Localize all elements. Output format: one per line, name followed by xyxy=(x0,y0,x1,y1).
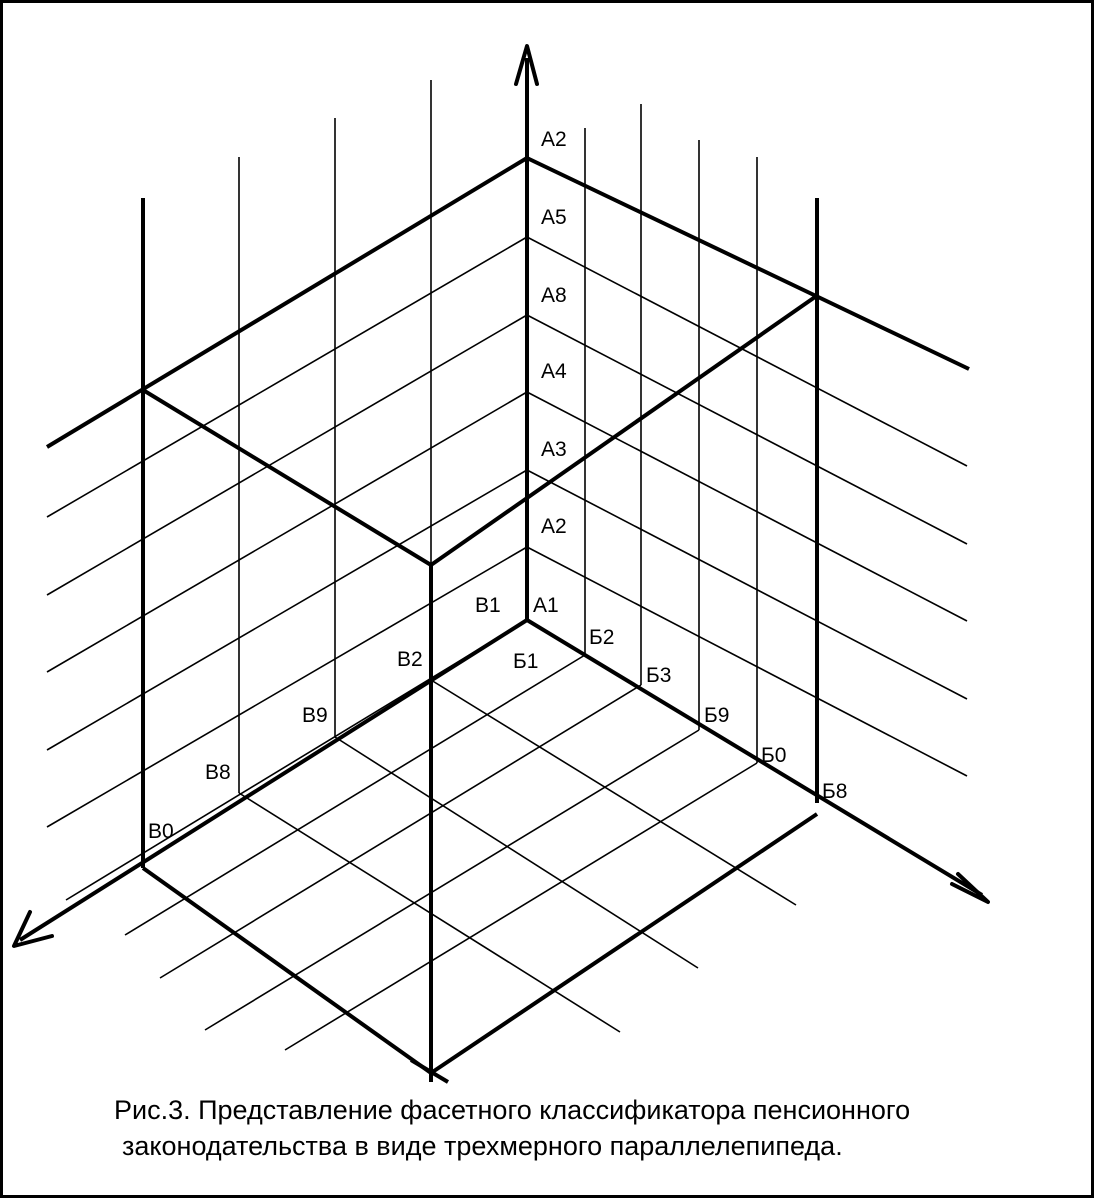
v-axis-labels: B1 B2 B9 B8 B0 xyxy=(148,594,501,843)
b-axis-labels: Б1 Б2 Б3 Б9 Б0 Б8 xyxy=(513,626,847,803)
grid-thin xyxy=(46,80,968,1051)
label-a: A4 xyxy=(541,360,567,383)
label-v: B2 xyxy=(397,648,423,671)
label-b: Б0 xyxy=(761,744,786,767)
a-axis-labels: A2 A5 A8 A4 A3 A2 A1 xyxy=(533,128,567,617)
axis-arrows xyxy=(12,44,990,948)
label-a: A3 xyxy=(541,438,567,461)
label-b: Б9 xyxy=(704,704,729,727)
label-b: Б1 xyxy=(513,650,538,673)
label-b: Б3 xyxy=(646,664,671,687)
figure-caption-line2: законодательства в виде трехмерного пара… xyxy=(122,1131,843,1161)
label-a: A2 xyxy=(541,515,567,538)
arrow-down-left-icon xyxy=(12,910,54,948)
label-a: A5 xyxy=(541,206,567,229)
label-v: B8 xyxy=(205,761,231,784)
label-b: Б8 xyxy=(822,780,847,803)
label-a: A8 xyxy=(541,284,567,307)
figure-caption-line1: Рис.3. Представление фасетного классифик… xyxy=(114,1095,910,1125)
label-v: B0 xyxy=(148,820,174,843)
label-v: B1 xyxy=(475,594,501,617)
label-v: B9 xyxy=(302,704,328,727)
label-a: A1 xyxy=(533,594,559,617)
arrow-down-right-icon xyxy=(950,872,990,904)
label-a: A2 xyxy=(541,128,567,151)
label-b: Б2 xyxy=(589,626,614,649)
arrow-up-icon xyxy=(514,44,539,86)
parallelepiped-edges xyxy=(18,58,984,1084)
